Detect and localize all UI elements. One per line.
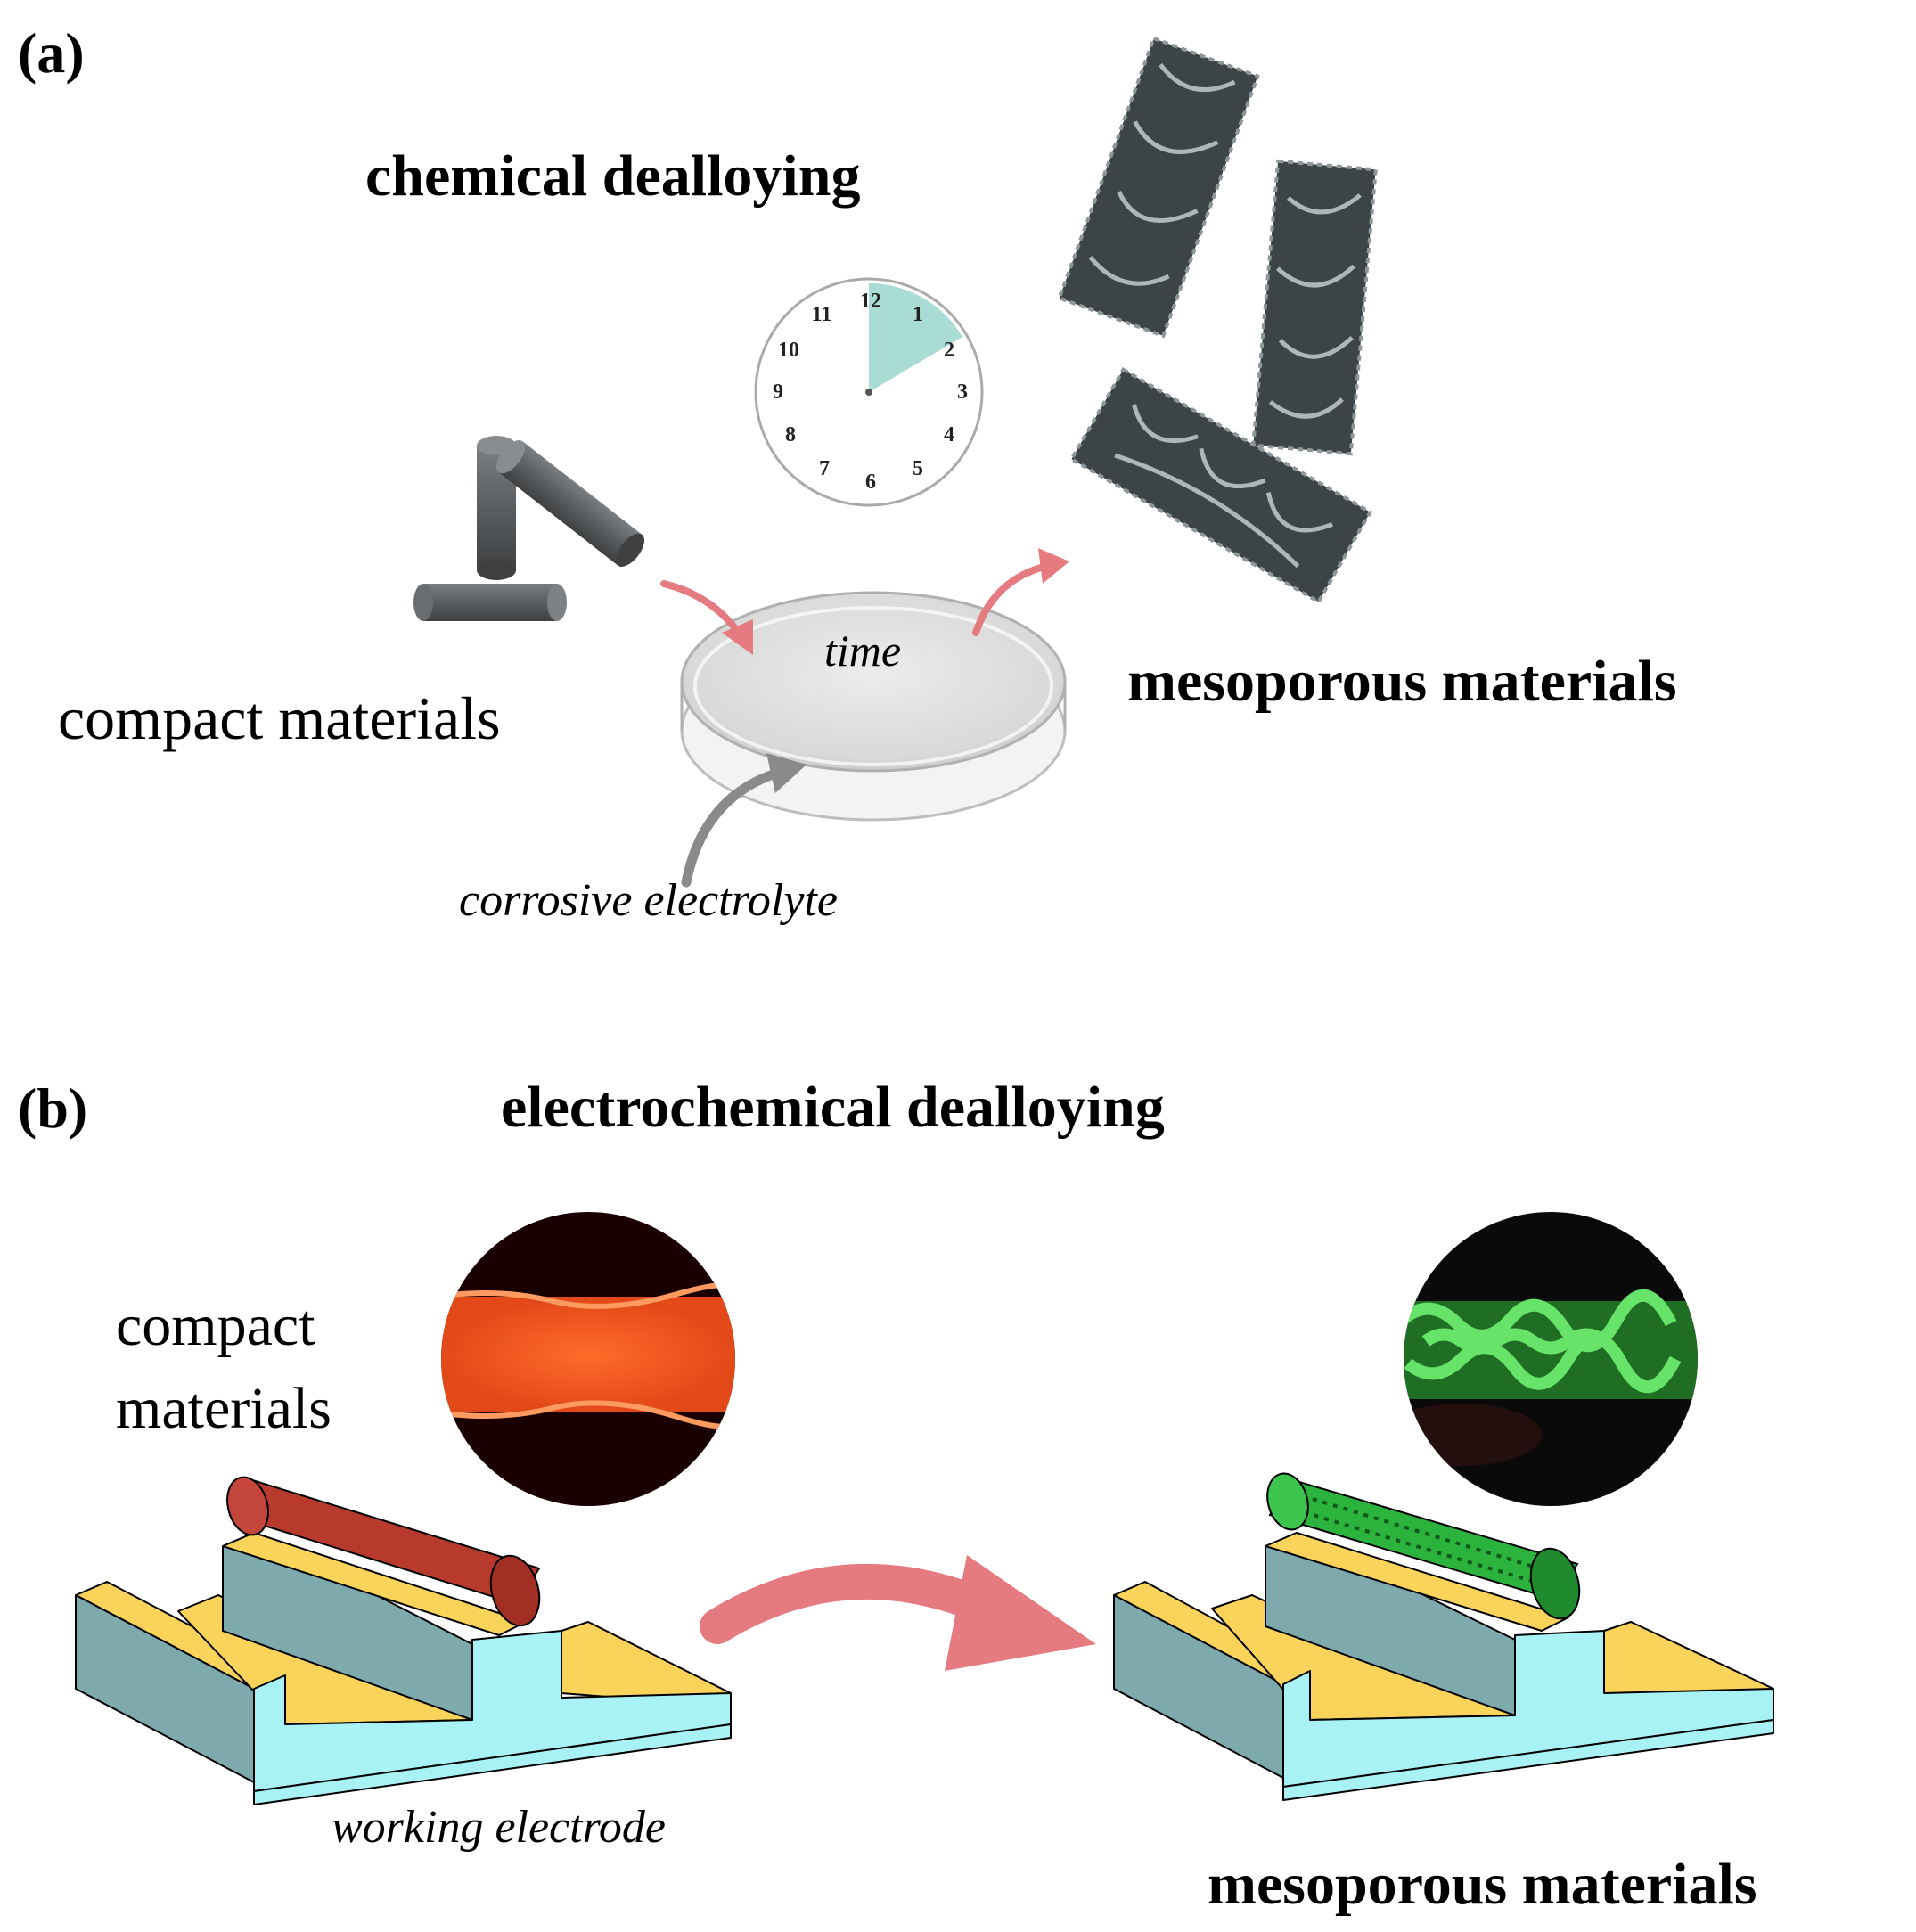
compact-rod-tilted — [495, 440, 645, 567]
electrode-right-base-side — [1282, 1719, 1774, 1801]
panel-a-title: chemical dealloying — [365, 143, 861, 209]
electrode-left-base-side — [253, 1723, 732, 1805]
clock-num-8: 8 — [785, 423, 796, 446]
clock-num-1: 1 — [913, 303, 923, 326]
clock-elapsed-sector — [869, 283, 962, 392]
clock-num-7: 7 — [819, 457, 830, 480]
clock-num-2: 2 — [944, 339, 954, 362]
compact-rod-horizontal — [413, 584, 567, 621]
panel-b-electrode-label: working electrode — [332, 1802, 666, 1853]
clock-num-3: 3 — [957, 381, 968, 404]
mesoporous-rod-1 — [1057, 36, 1260, 339]
arrow-electrolyte-pointer — [681, 765, 790, 888]
compact-sem-inset — [441, 1212, 735, 1506]
clock-num-6: 6 — [865, 471, 876, 494]
arrow-into-dish-head — [722, 619, 753, 655]
panel-a-electrolyte-label: corrosive electrolyte — [459, 875, 838, 926]
mesoporous-sem-inset — [1404, 1212, 1698, 1506]
clock-num-9: 9 — [773, 381, 783, 404]
panel-b-title: electrochemical dealloying — [501, 1075, 1165, 1140]
mesoporous-rod-green — [1266, 1472, 1581, 1620]
panel-a-output-label: mesoporous materials — [1127, 649, 1677, 714]
panel-b-output-label: mesoporous materials — [1208, 1852, 1757, 1917]
panel-a-time-label: time — [824, 626, 902, 675]
compact-rods-group — [413, 436, 645, 621]
arrow-out-of-dish — [972, 562, 1051, 636]
working-electrode-right — [1113, 1532, 1774, 1801]
arrow-out-of-dish-head — [1038, 548, 1069, 584]
panel-b-input-label-line1: compact — [116, 1293, 315, 1358]
working-electrode-left — [75, 1532, 732, 1805]
clock-num-12: 12 — [860, 290, 881, 313]
clock-icon: 12 1 2 3 4 5 6 7 8 9 10 11 — [754, 277, 984, 507]
mesoporous-rods-group — [1057, 36, 1378, 604]
clock-num-4: 4 — [944, 423, 954, 446]
panel-b-label: (b) — [18, 1077, 88, 1140]
panel-b-input-label-line2: materials — [116, 1376, 332, 1441]
compact-rod-red — [226, 1476, 541, 1627]
clock-num-10: 10 — [778, 339, 799, 362]
arrow-electrolyte-pointer-head — [766, 753, 807, 793]
electrode-right-ridge-top — [1265, 1532, 1569, 1632]
panel-a-input-label: compact materials — [58, 684, 501, 752]
clock-num-5: 5 — [913, 457, 923, 480]
clock-num-11: 11 — [812, 303, 832, 326]
mesoporous-rod-2 — [1251, 159, 1378, 456]
panel-a-label: (a) — [18, 21, 85, 85]
process-arrow-head — [945, 1555, 1096, 1671]
